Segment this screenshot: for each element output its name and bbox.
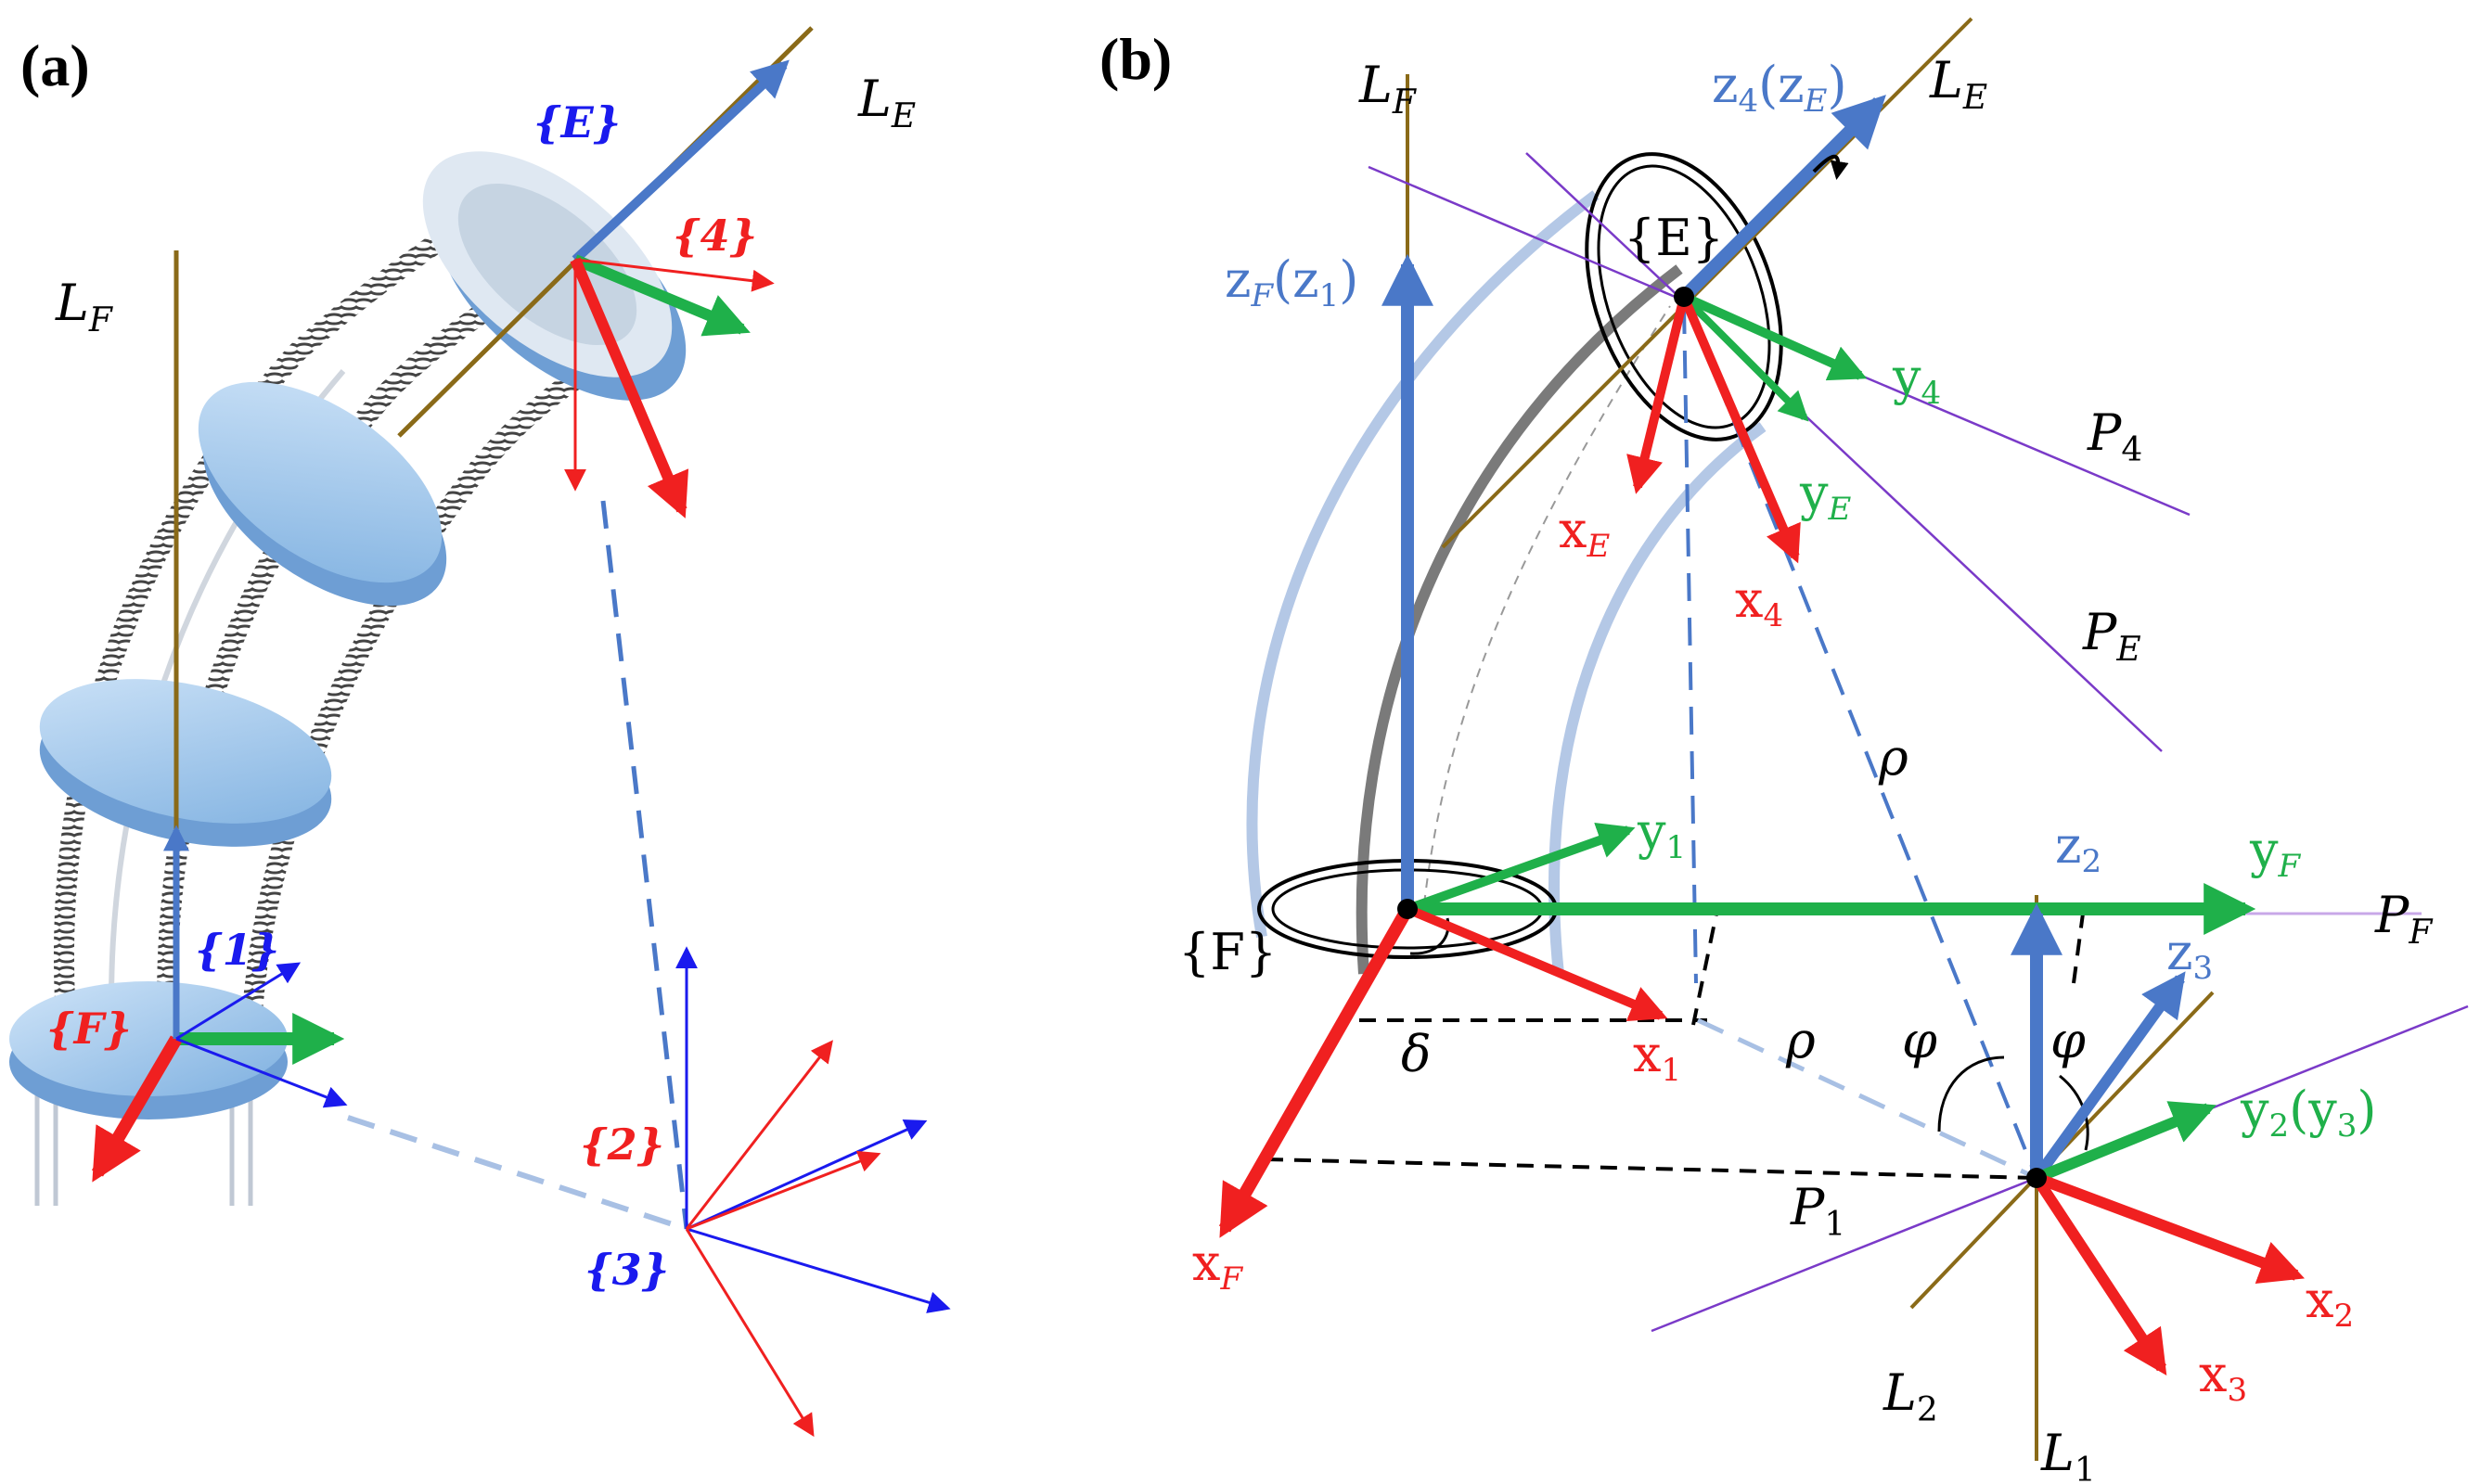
origin-F bbox=[1397, 899, 1418, 919]
arrow-y1-a bbox=[175, 962, 302, 1041]
label-delta: δ bbox=[1401, 1025, 1432, 1083]
dashed-radius-a bbox=[600, 500, 689, 1230]
disk-3 bbox=[198, 381, 447, 607]
label-yF-b: yF bbox=[2249, 821, 2302, 885]
arrow-xF-b bbox=[1218, 905, 1414, 1238]
label-xF-b: xF bbox=[1192, 1234, 1243, 1298]
label-P4: P4 bbox=[2087, 403, 2142, 469]
label-frame-E-a: {E} bbox=[533, 97, 621, 147]
arrow-y4-a bbox=[574, 258, 775, 292]
label-xE-b: xE bbox=[1559, 501, 1610, 565]
label-frame-2-a: {2} bbox=[580, 1119, 664, 1170]
label-z4-b: z4(zE) bbox=[1712, 56, 1847, 120]
dashed-E-drop bbox=[1682, 305, 1698, 984]
disk-2 bbox=[39, 679, 332, 847]
label-yE-b: yE bbox=[1799, 464, 1852, 528]
arc-inner bbox=[1548, 422, 1767, 975]
panel-b: (b) bbox=[1099, 17, 2469, 1484]
arrow-y1-b bbox=[1406, 822, 1636, 914]
label-z2-b: z2 bbox=[2055, 816, 2101, 880]
arrow-z4-b bbox=[1679, 95, 1886, 301]
arrow-y4-b bbox=[1681, 292, 1868, 381]
arrow-x1-b bbox=[1406, 904, 1668, 1022]
arc-outer bbox=[1246, 190, 1600, 939]
label-phi-right: φ bbox=[2050, 1011, 2086, 1069]
label-LE-b: LE bbox=[1929, 51, 1987, 117]
label-y4-b: y4 bbox=[1892, 348, 1941, 412]
arrow-yE-b bbox=[1681, 294, 1809, 422]
label-LF-b: LF bbox=[1358, 56, 1418, 122]
angle-phi-left bbox=[1937, 1055, 2005, 1132]
label-phi-left: φ bbox=[1902, 1011, 1937, 1069]
arrow-x2-b bbox=[2034, 1172, 2305, 1284]
label-L1: L1 bbox=[2040, 1424, 2096, 1484]
dashed-rho-lower bbox=[1696, 1017, 2038, 1181]
label-L2: L2 bbox=[1882, 1363, 1938, 1429]
arrow-xF-a bbox=[91, 1035, 183, 1183]
label-PE: PE bbox=[2082, 603, 2141, 669]
label-x1-b: x1 bbox=[1633, 1025, 1681, 1089]
ring-end-b bbox=[1585, 152, 1783, 441]
arrow-xE-b bbox=[1626, 295, 1689, 494]
panel-a: (a) bbox=[9, 26, 951, 1438]
frame-2-3-axes bbox=[675, 946, 951, 1438]
label-LE-a: LE bbox=[857, 70, 916, 135]
arrow-zE-a bbox=[572, 59, 790, 263]
arrow-y2-b bbox=[2034, 1101, 2217, 1183]
label-x2-b: x2 bbox=[2306, 1271, 2354, 1335]
label-frame-4-a: {4} bbox=[673, 211, 757, 261]
label-frame-E-b: {E} bbox=[1624, 209, 1724, 267]
arrow-x4-b bbox=[1679, 295, 1801, 564]
label-x4-b: x4 bbox=[1735, 570, 1783, 634]
label-frame-1-a: {1} bbox=[195, 925, 279, 975]
plane-PE bbox=[1525, 152, 2163, 752]
panel-b-label: (b) bbox=[1099, 26, 1172, 92]
label-LF-a: LF bbox=[55, 274, 114, 339]
rotation-arrow-z4 bbox=[1812, 154, 1849, 180]
label-y2-b: y2(y3) bbox=[2240, 1081, 2376, 1145]
arrow-z3-b bbox=[2032, 971, 2186, 1182]
label-PF: PF bbox=[2374, 886, 2434, 952]
dashed-z2-drop bbox=[2072, 913, 2085, 984]
dashed-P1 bbox=[1266, 1158, 2037, 1180]
panel-a-label: (a) bbox=[20, 32, 90, 98]
ring-end-inner bbox=[1597, 164, 1771, 429]
label-y1-b: y1 bbox=[1637, 802, 1686, 866]
origin-1 bbox=[2026, 1168, 2047, 1188]
arc-backbone bbox=[1356, 264, 1683, 975]
dashed-x1-drop bbox=[1691, 913, 1718, 1026]
label-rho-lower: ρ bbox=[1785, 1011, 1816, 1069]
label-frame-F-b: {F} bbox=[1178, 923, 1277, 981]
label-z3-b: z3 bbox=[2166, 923, 2213, 987]
label-P1: P1 bbox=[1790, 1178, 1845, 1244]
origin-E bbox=[1674, 287, 1694, 307]
label-frame-3-a: {3} bbox=[585, 1245, 669, 1295]
label-zF-b: zF(z1) bbox=[1225, 250, 1358, 314]
label-x3-b: x3 bbox=[2199, 1345, 2247, 1409]
arrow-x3-b bbox=[2031, 1174, 2167, 1376]
arrow-x1-a bbox=[175, 1037, 348, 1108]
arc-dashed bbox=[1423, 305, 1671, 905]
dashed-base-a bbox=[347, 1115, 687, 1232]
label-rho-upper: ρ bbox=[1878, 728, 1908, 787]
arrow-xE-a bbox=[570, 257, 689, 518]
label-frame-F-a: {F} bbox=[46, 1004, 132, 1054]
arrow-yE-a bbox=[572, 254, 751, 337]
